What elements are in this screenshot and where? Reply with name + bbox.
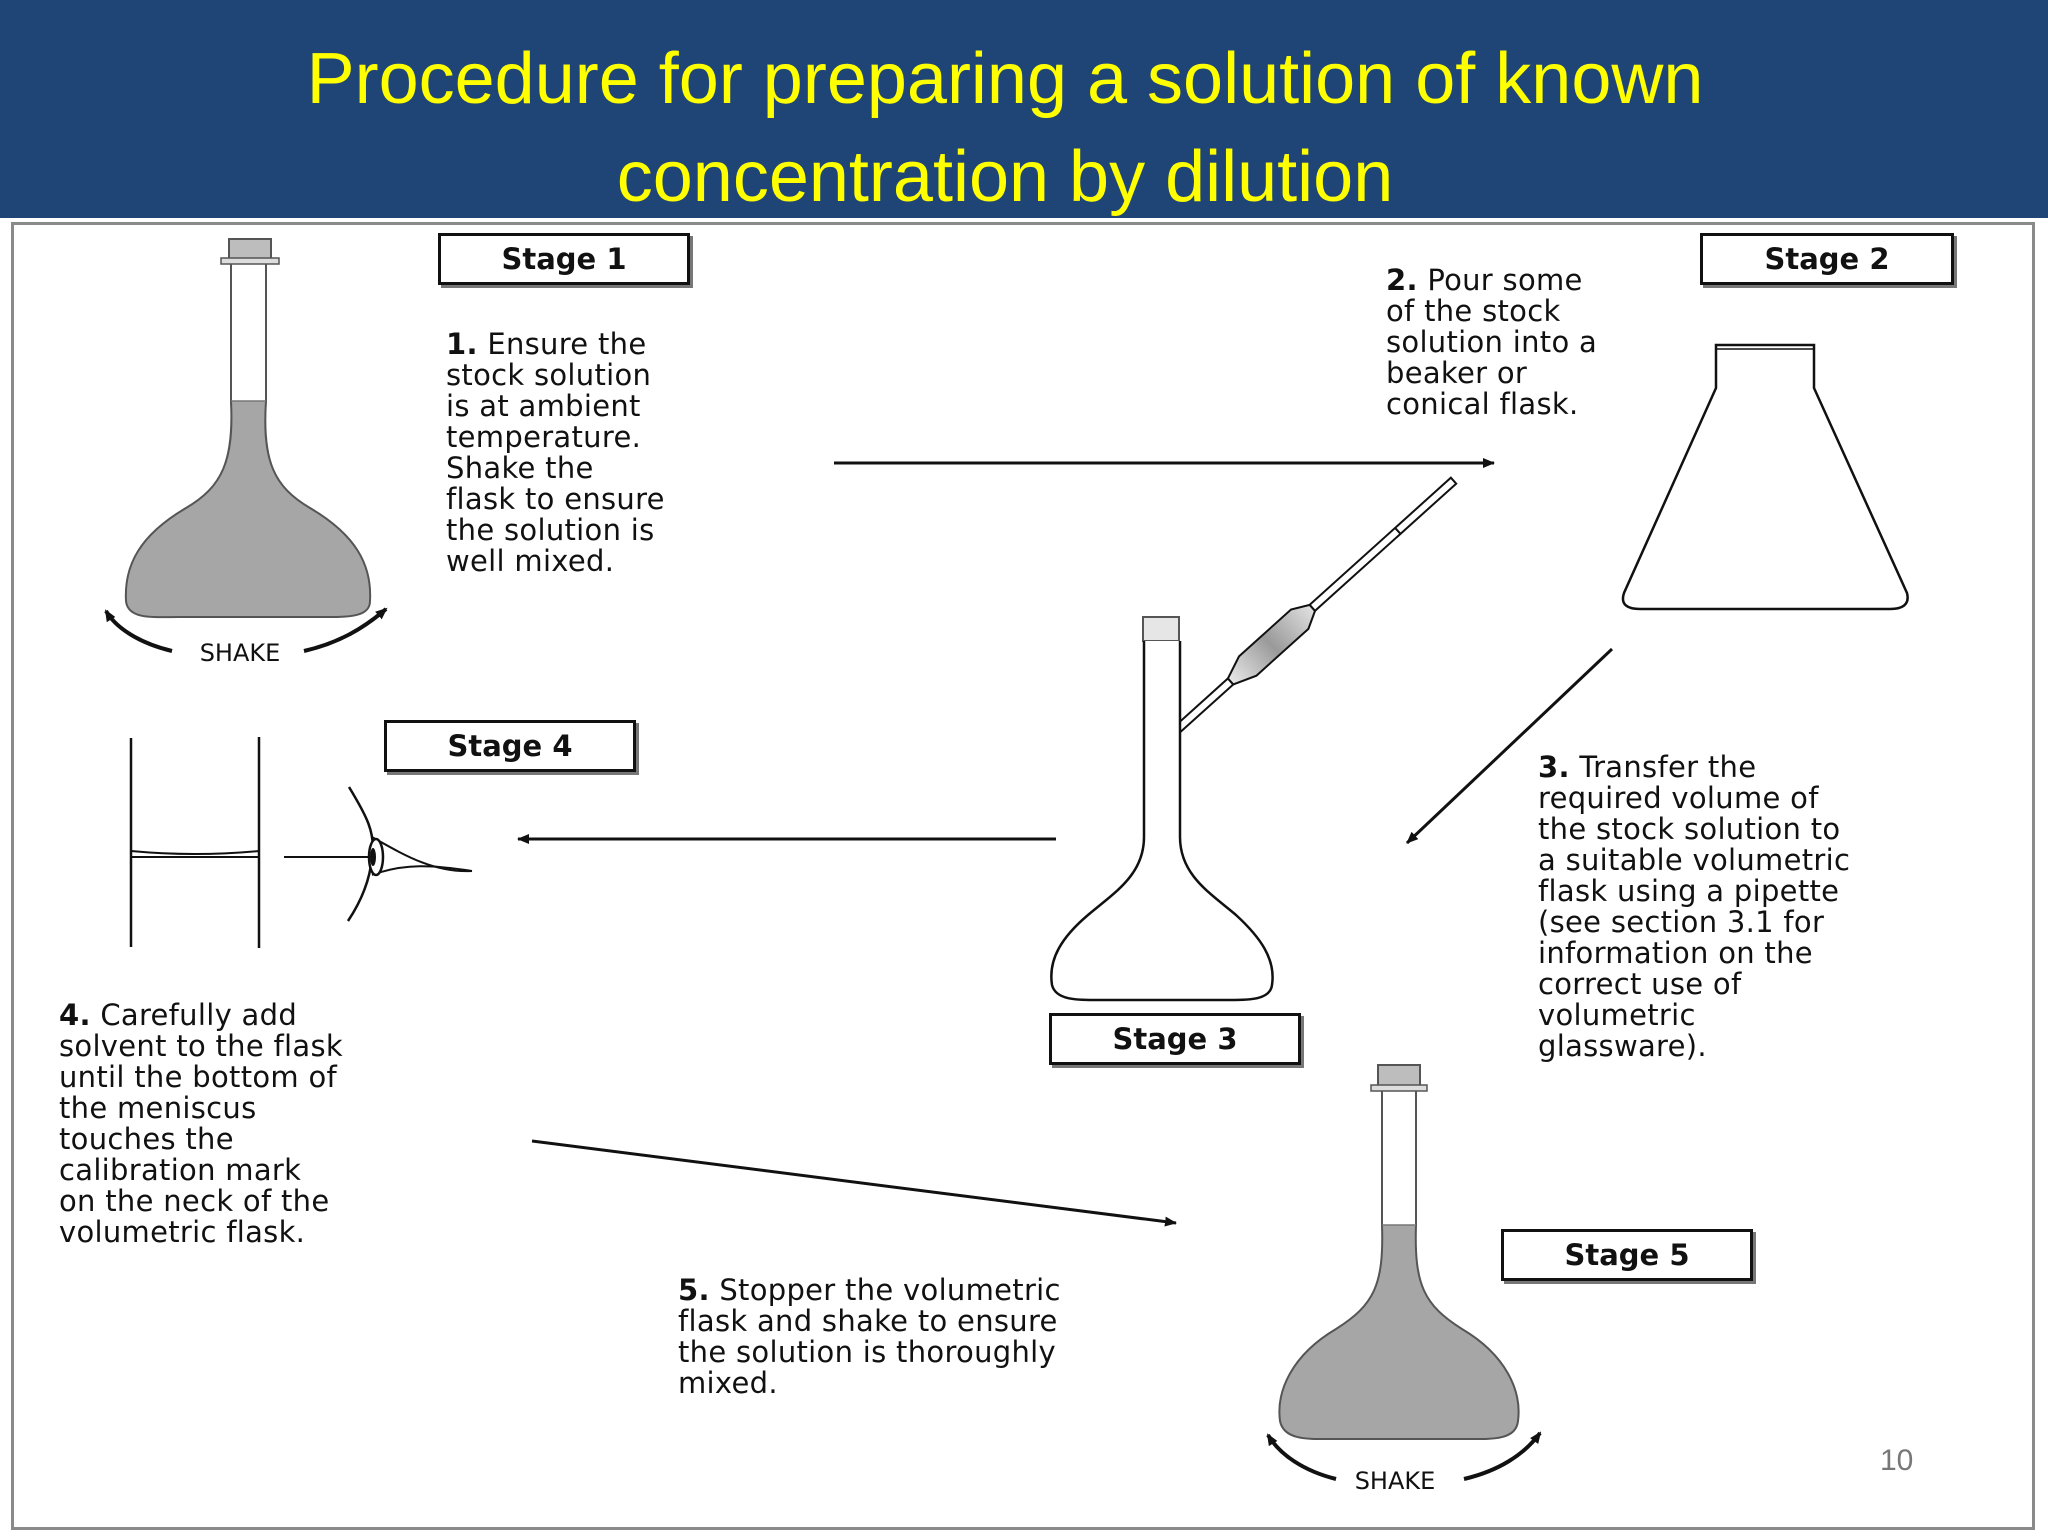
stage3-volumetric-flask-icon xyxy=(1050,616,1274,1002)
stage5-shake-label: SHAKE xyxy=(1355,1467,1436,1495)
step-2-number: 2. xyxy=(1386,263,1418,297)
step-1-text: 1. Ensure the stock solution is at ambie… xyxy=(446,329,665,577)
step-4-number: 4. xyxy=(59,998,91,1032)
title-line-2: concentration by dilution xyxy=(616,137,1394,217)
step-3-number: 3. xyxy=(1538,750,1570,784)
stage-1-label: Stage 1 xyxy=(438,233,690,285)
stage5-shake-icon: SHAKE xyxy=(1266,1431,1542,1495)
step-4-body: Carefully add solvent to the flask until… xyxy=(59,998,343,1249)
step-3-body: Transfer the required volume of the stoc… xyxy=(1538,750,1851,1063)
eye-icon xyxy=(346,786,473,922)
title-line-1: Procedure for preparing a solution of kn… xyxy=(306,39,1704,119)
arrow-stage4-to-stage5 xyxy=(531,1139,1177,1227)
stage2-conical-flask-icon xyxy=(1621,343,1909,611)
diagram-panel: SHAKE xyxy=(11,222,2035,1530)
step-5-text: 5. Stopper the volumetric flask and shak… xyxy=(678,1275,1061,1399)
slide-title: Procedure for preparing a solution of kn… xyxy=(0,30,2010,226)
stage5-flask-icon xyxy=(1278,1064,1520,1441)
stage-3-label: Stage 3 xyxy=(1049,1013,1301,1065)
pipette-icon xyxy=(1155,476,1458,750)
stage1-shake-icon: SHAKE xyxy=(104,607,388,667)
stage-4-label: Stage 4 xyxy=(384,720,636,772)
stage-5-label: Stage 5 xyxy=(1501,1229,1753,1281)
stage1-flask-icon xyxy=(124,238,372,619)
arrow-stage2-to-stage3 xyxy=(1405,647,1614,845)
meniscus-neck-icon xyxy=(129,737,370,948)
page-number: 10 xyxy=(1880,1444,1914,1477)
stage-2-label: Stage 2 xyxy=(1700,233,1954,285)
diagram-artwork: SHAKE xyxy=(104,238,1909,1495)
step-3-text: 3. Transfer the required volume of the s… xyxy=(1538,752,1850,1062)
step-5-body: Stopper the volumetric flask and shake t… xyxy=(678,1273,1061,1400)
step-1-body: Ensure the stock solution is at ambient … xyxy=(446,327,665,578)
stage1-shake-label: SHAKE xyxy=(200,639,281,667)
step-4-text: 4. Carefully add solvent to the flask un… xyxy=(59,1000,343,1248)
step-1-number: 1. xyxy=(446,327,478,361)
step-2-body: Pour some of the stock solution into a b… xyxy=(1386,263,1598,421)
slide-header: Procedure for preparing a solution of kn… xyxy=(0,0,2048,218)
step-5-number: 5. xyxy=(678,1273,710,1307)
step-2-text: 2. Pour some of the stock solution into … xyxy=(1386,265,1597,420)
